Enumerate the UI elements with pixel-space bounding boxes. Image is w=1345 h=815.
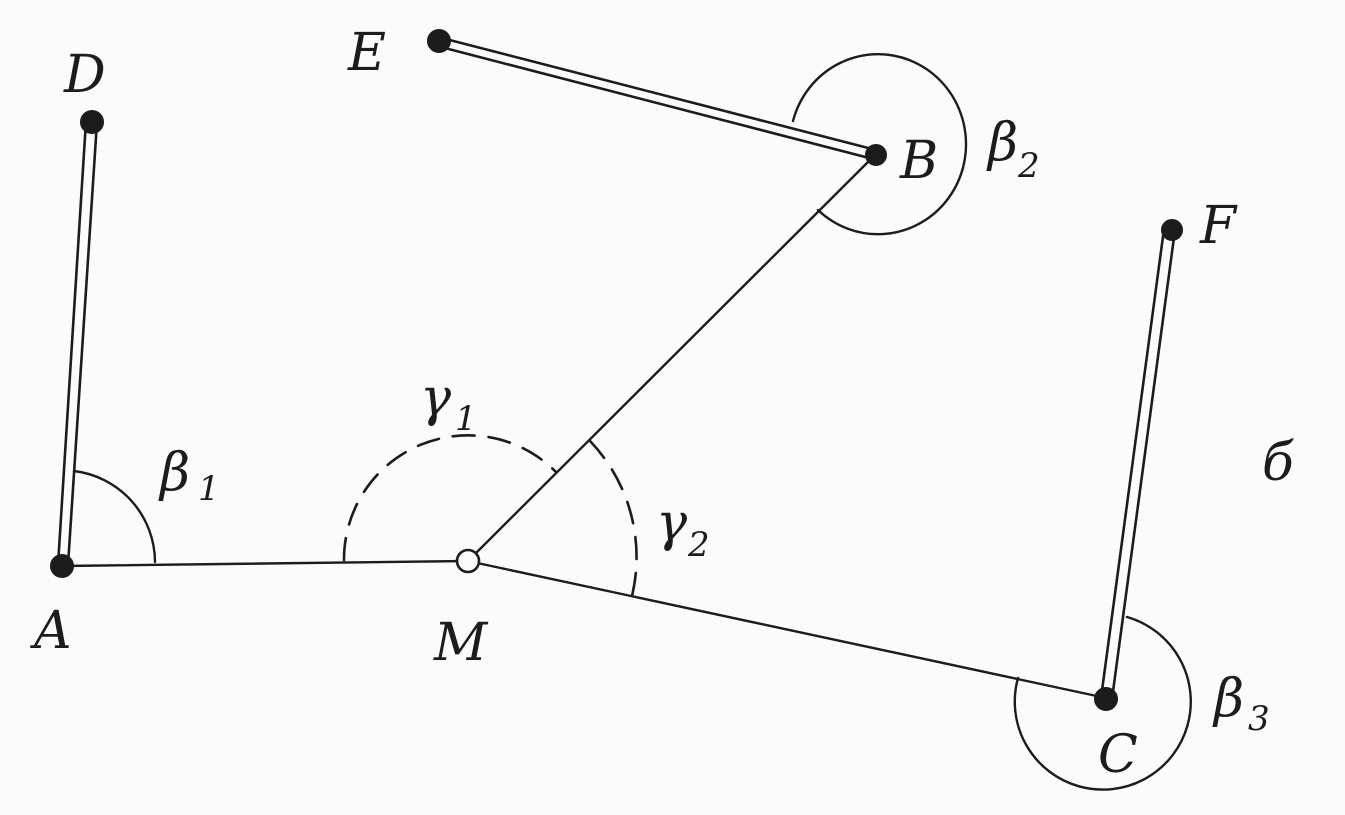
label-A: A bbox=[30, 601, 72, 661]
label-C: C bbox=[1098, 725, 1138, 785]
svg-text:1: 1 bbox=[455, 399, 477, 439]
svg-text:γ: γ bbox=[420, 368, 452, 428]
angle-arc-beta1 bbox=[72, 469, 157, 564]
label-E: E bbox=[347, 23, 386, 83]
figure-label: б bbox=[1262, 433, 1294, 493]
segment-EB bbox=[435, 35, 878, 161]
label-D: D bbox=[63, 45, 106, 105]
label-F: F bbox=[1199, 196, 1238, 256]
angle-arc-beta3 bbox=[1013, 615, 1192, 791]
label-beta3: β 3 bbox=[1212, 669, 1270, 739]
point-E[interactable] bbox=[427, 29, 451, 53]
point-A[interactable] bbox=[50, 554, 74, 578]
point-D[interactable] bbox=[80, 110, 104, 134]
point-B[interactable] bbox=[865, 144, 887, 166]
segment-FC bbox=[1099, 227, 1177, 701]
svg-text:1: 1 bbox=[198, 469, 220, 509]
angle-arc-gamma2[interactable] bbox=[588, 439, 638, 598]
point-F[interactable] bbox=[1161, 219, 1183, 241]
segment-MB bbox=[466, 153, 877, 563]
label-beta1: β 1 bbox=[158, 443, 220, 509]
point-M[interactable] bbox=[455, 548, 481, 574]
label-gamma1: γ 1 bbox=[420, 368, 477, 439]
label-beta2: β 2 bbox=[986, 113, 1040, 186]
svg-text:β: β bbox=[986, 113, 1018, 173]
svg-text:γ: γ bbox=[656, 493, 688, 553]
svg-text:β: β bbox=[158, 443, 190, 503]
svg-text:3: 3 bbox=[1248, 699, 1270, 739]
svg-text:2: 2 bbox=[1017, 146, 1040, 186]
angle-arc-beta2 bbox=[791, 52, 968, 236]
angle-arc-gamma1[interactable] bbox=[342, 434, 558, 562]
label-gamma2: γ 2 bbox=[656, 493, 710, 565]
point-C[interactable] bbox=[1094, 687, 1118, 711]
svg-text:β: β bbox=[1212, 669, 1244, 729]
svg-text:2: 2 bbox=[687, 525, 710, 565]
segment-AD bbox=[56, 119, 99, 567]
segment-AM bbox=[60, 559, 470, 568]
label-B: B bbox=[899, 131, 938, 191]
label-M: M bbox=[433, 613, 489, 673]
segment-MC bbox=[466, 559, 1108, 700]
